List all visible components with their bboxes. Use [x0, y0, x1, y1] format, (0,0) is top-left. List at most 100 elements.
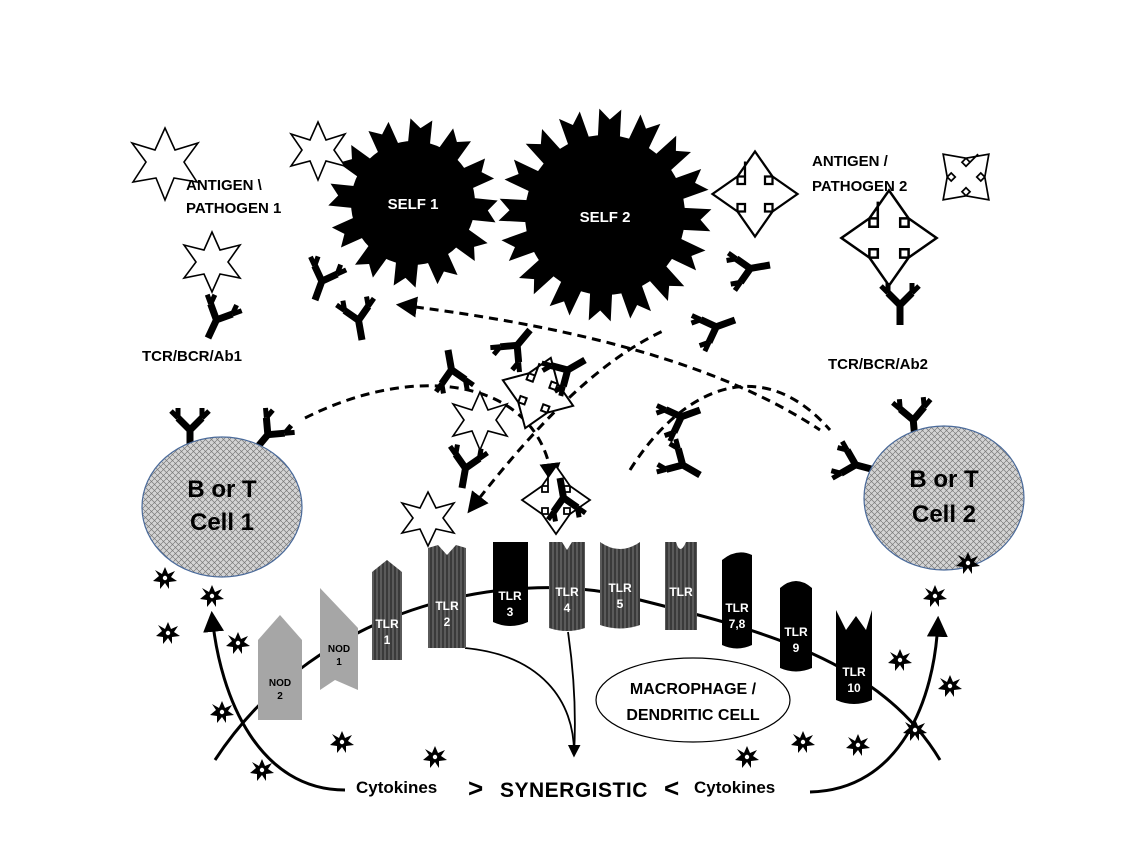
cell-1-label-line2: Cell 1	[190, 509, 254, 536]
antibody-y-icon	[725, 246, 773, 291]
star-antigen-icon	[182, 230, 242, 294]
receptor-label: TLR	[669, 585, 693, 599]
cross-antigen-icon	[919, 130, 1013, 224]
receptor-sublabel: 7,8	[729, 617, 746, 631]
cytokine-burst-icon	[423, 746, 447, 768]
cytokine-burst-icon	[330, 731, 354, 753]
receptor-spike	[620, 282, 651, 319]
cross-antigen-icon	[840, 189, 938, 287]
receptor-sublabel: 1	[384, 633, 391, 647]
receptor-label: NOD	[269, 678, 291, 689]
tlr-5-receptor: TLR 5	[600, 542, 640, 629]
receptor-label: TLR	[784, 625, 808, 639]
receptor-spike	[680, 207, 712, 232]
receptor-label: TLR	[725, 601, 749, 615]
receptor-sublabel: 1	[336, 657, 342, 668]
antibody-y-icon	[654, 438, 709, 492]
cytokines-right-label: Cytokines	[694, 778, 775, 797]
self-1-sphere: SELF 1	[328, 118, 498, 288]
cytokine-burst-icon	[156, 622, 180, 644]
cell-1-label-line1: B or T	[187, 476, 257, 503]
cytokine-burst-icon	[888, 649, 912, 671]
receptor-sublabel: 9	[793, 641, 800, 655]
tcr-bcr-ab1-label: TCR/BCR/Ab1	[142, 348, 242, 365]
tlr-10-receptor: TLR 10	[836, 610, 872, 704]
receptor-spike	[469, 197, 498, 223]
receptor-label: NOD	[328, 644, 350, 655]
star-antigen-icon	[129, 126, 201, 203]
cytokine-burst-icon	[226, 632, 250, 654]
cytokine-burst-icon	[153, 567, 177, 589]
tlr-7-8-receptor: TLR 7,8	[722, 552, 752, 649]
greater-than-sign: >	[468, 773, 483, 803]
receptor-spike	[407, 118, 433, 147]
self-2-label: SELF 2	[580, 209, 631, 226]
cross-antigen-icon	[711, 150, 799, 238]
antibody-y-icon	[336, 295, 381, 343]
antibody-y-icon	[443, 443, 488, 491]
macrophage-label-line2: DENDRITIC CELL	[626, 707, 760, 724]
less-than-sign: <	[664, 773, 679, 803]
macrophage-dendritic-cell: MACROPHAGE / DENDRITIC CELL	[595, 657, 791, 743]
receptor-spike	[588, 290, 613, 322]
receptor-sublabel: 10	[847, 681, 861, 695]
antibody-y-icon	[191, 292, 243, 346]
receptor-label: TLR	[375, 617, 399, 631]
receptor-label: TLR	[842, 665, 866, 679]
star-antigen-icon	[399, 490, 457, 548]
antigen-2-label-line1: ANTIGEN /	[812, 153, 889, 170]
receptor-spike	[559, 111, 590, 148]
receptor-sublabel: 3	[507, 605, 514, 619]
antigen-2-label-line2: PATHOGEN 2	[812, 178, 907, 195]
antibody-y-icon	[881, 283, 919, 325]
cytokine-arrow-right	[809, 615, 948, 794]
receptor-sublabel: 2	[444, 615, 451, 629]
tlr-1-receptor: TLR 1	[372, 560, 402, 660]
tlr-9-receptor: TLR 9	[780, 581, 812, 672]
nod-2-receptor: NOD 2	[258, 615, 302, 720]
tlr-3-receptor: TLR 3	[493, 542, 528, 626]
cytokine-burst-icon	[210, 701, 234, 723]
antibody-y-icon	[297, 254, 347, 306]
cytokine-burst-icon	[846, 734, 870, 756]
star-antigen-icon	[289, 120, 347, 183]
tlr-4-receptor: TLR 4	[549, 542, 585, 631]
receptor-label: TLR	[435, 599, 459, 613]
cytokine-arrow-left	[203, 610, 346, 792]
cytokine-burst-icon	[791, 731, 815, 753]
b-or-t-cell-1: B or T Cell 1	[141, 436, 303, 578]
receptor-spike	[498, 198, 530, 223]
cytokine-burst-icon	[250, 759, 274, 781]
dashed-arrows	[304, 296, 832, 514]
synergistic-label: SYNERGISTIC	[500, 779, 648, 802]
nod-1-receptor: NOD 1	[320, 588, 358, 690]
cross-antigen-icon	[521, 465, 591, 535]
antigen-1-label-line1: ANTIGEN \	[186, 177, 263, 194]
receptor-spike	[501, 230, 538, 261]
receptor-spike	[393, 259, 419, 288]
antibody-y-icon	[654, 392, 706, 442]
receptor-spike	[597, 108, 622, 140]
self-1-label: SELF 1	[388, 196, 439, 213]
receptor-spike	[328, 183, 357, 209]
tlr-2-receptor: TLR 2	[428, 545, 466, 648]
tlr-6-receptor: TLR	[665, 542, 697, 630]
cytokines-left-label: Cytokines	[356, 778, 437, 797]
receptor-sublabel: 5	[617, 597, 624, 611]
receptor-spike	[672, 169, 709, 200]
receptor-label: TLR	[555, 585, 579, 599]
receptor-sublabel: 2	[277, 691, 283, 702]
cytokine-burst-icon	[200, 585, 224, 607]
cell-2-label-line1: B or T	[909, 466, 979, 493]
antibody-y-icon	[689, 302, 741, 352]
macrophage-label-line1: MACROPHAGE /	[630, 681, 757, 698]
antigen-1-label-line2: PATHOGEN 1	[186, 200, 281, 217]
tcr-bcr-ab2-label: TCR/BCR/Ab2	[828, 356, 928, 373]
receptor-label: TLR	[498, 589, 522, 603]
cross-antigen-icon	[489, 344, 587, 442]
tlr-signal-arrow	[464, 631, 581, 758]
cytokine-burst-icon	[735, 746, 759, 768]
cell-2-label-line2: Cell 2	[912, 501, 976, 528]
receptor-sublabel: 4	[564, 601, 571, 615]
